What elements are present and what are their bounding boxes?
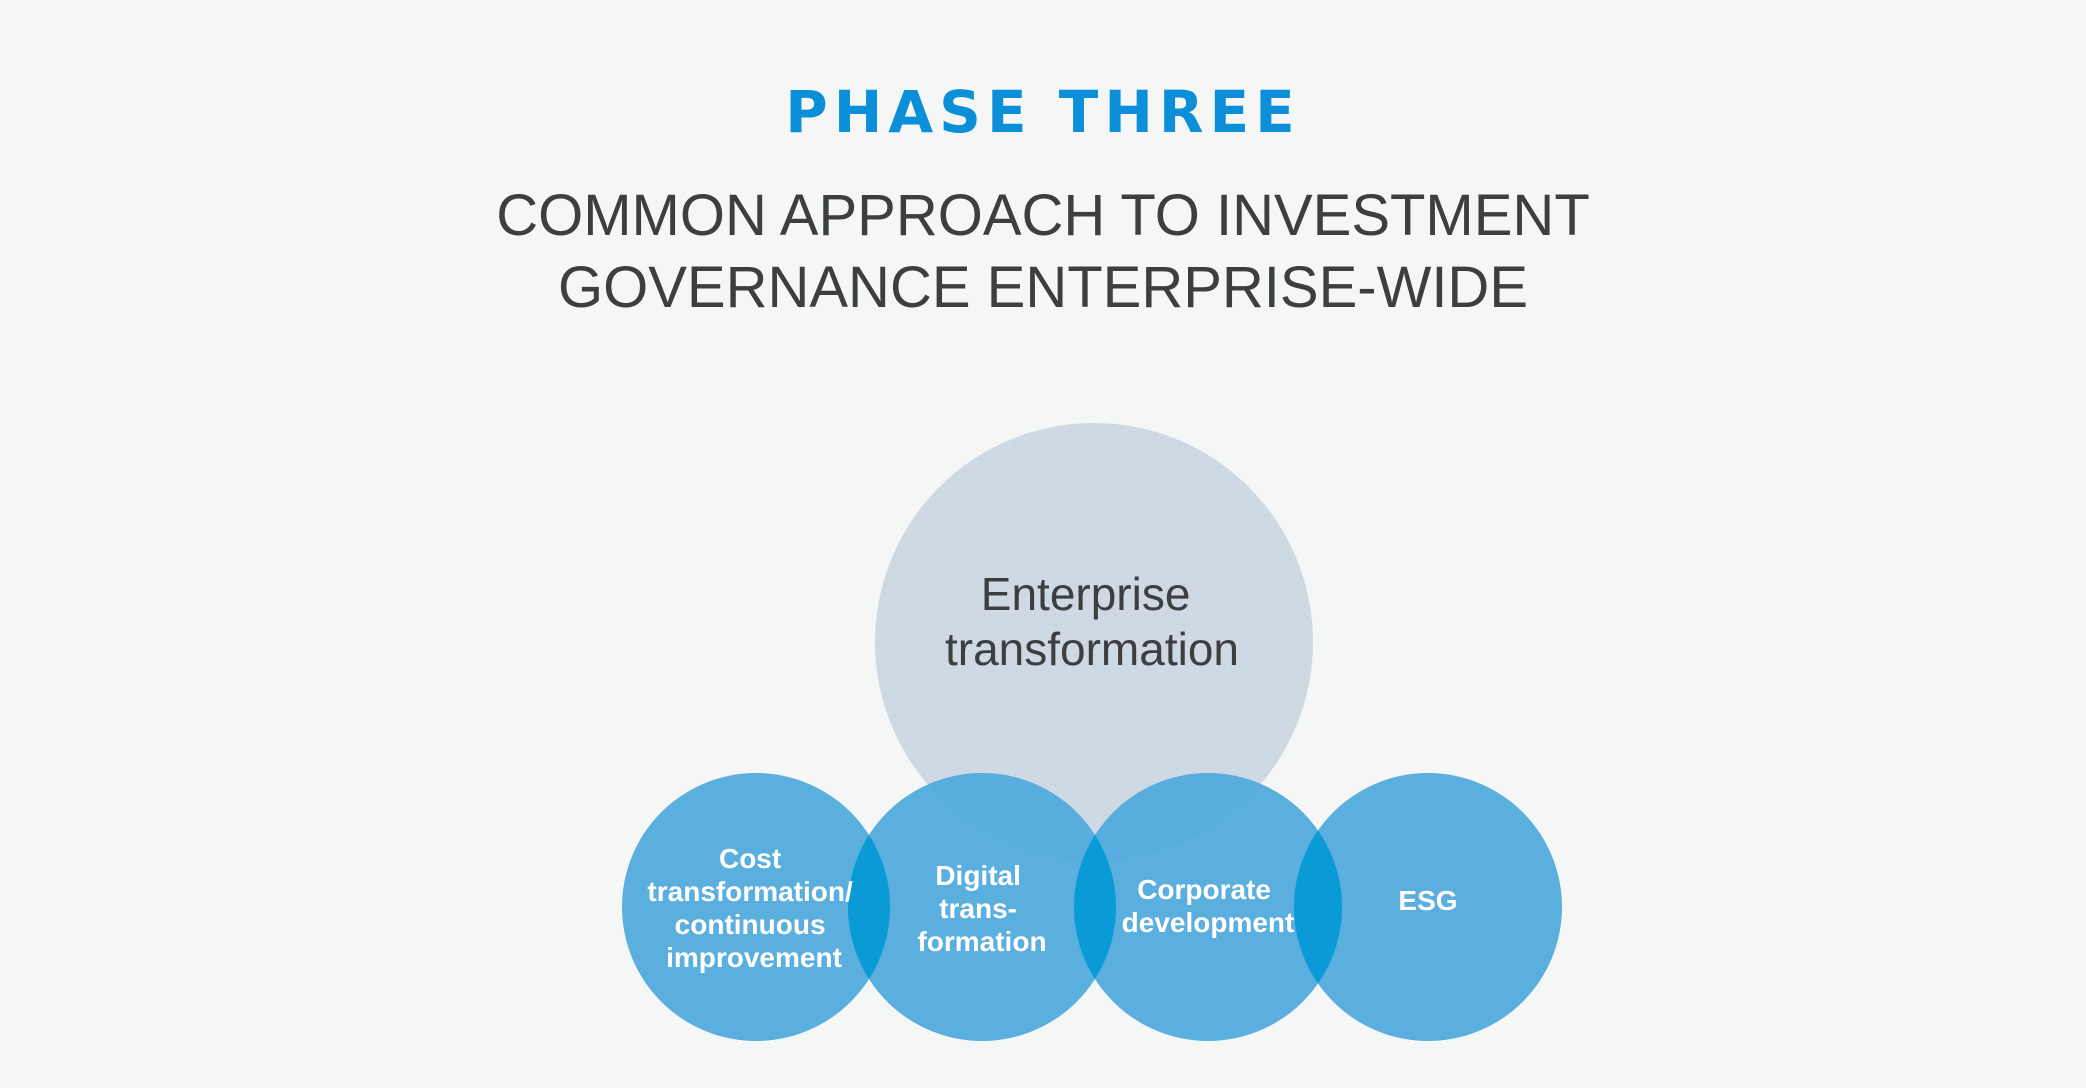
esg-circle [1294,773,1562,1041]
corporate-label-line-1: Corporate [1137,874,1271,905]
esg-label-line-1: ESG [1398,885,1457,916]
cost-label-line-3: continuous [675,909,826,940]
esg-label: ESG [1398,885,1457,916]
digital-label-line-1: Digital [935,860,1021,891]
cost-label-line-4: improvement [666,942,842,973]
digital-circle [848,773,1116,1041]
phase-label: PHASE THREE [785,78,1301,146]
enterprise-label-line-1: Enterprise [981,568,1191,620]
cost-label: Cost transformation/ continuous improvem… [647,843,860,973]
enterprise-label-line-2: transformation [945,623,1239,675]
enterprise-transformation-circle [875,423,1313,861]
corporate-circle [1074,773,1342,1041]
digital-label: Digital trans- formation [917,860,1046,957]
cost-circle [622,773,890,1041]
enterprise-transformation-label: Enterprise transformation [945,568,1239,675]
corporate-label: Corporate development [1122,874,1295,938]
cost-label-line-1: Cost [719,843,781,874]
page-title: COMMON APPROACH TO INVESTMENT GOVERNANCE… [0,180,2086,324]
cost-label-line-2: transformation/ [647,876,853,907]
page-title-line-1: COMMON APPROACH TO INVESTMENT [496,183,1590,248]
corporate-label-line-2: development [1122,907,1295,938]
page-title-line-2: GOVERNANCE ENTERPRISE-WIDE [558,255,1528,320]
bottom-circles [622,773,1562,1041]
digital-label-line-2: trans- [939,893,1017,924]
digital-label-line-3: formation [917,926,1046,957]
